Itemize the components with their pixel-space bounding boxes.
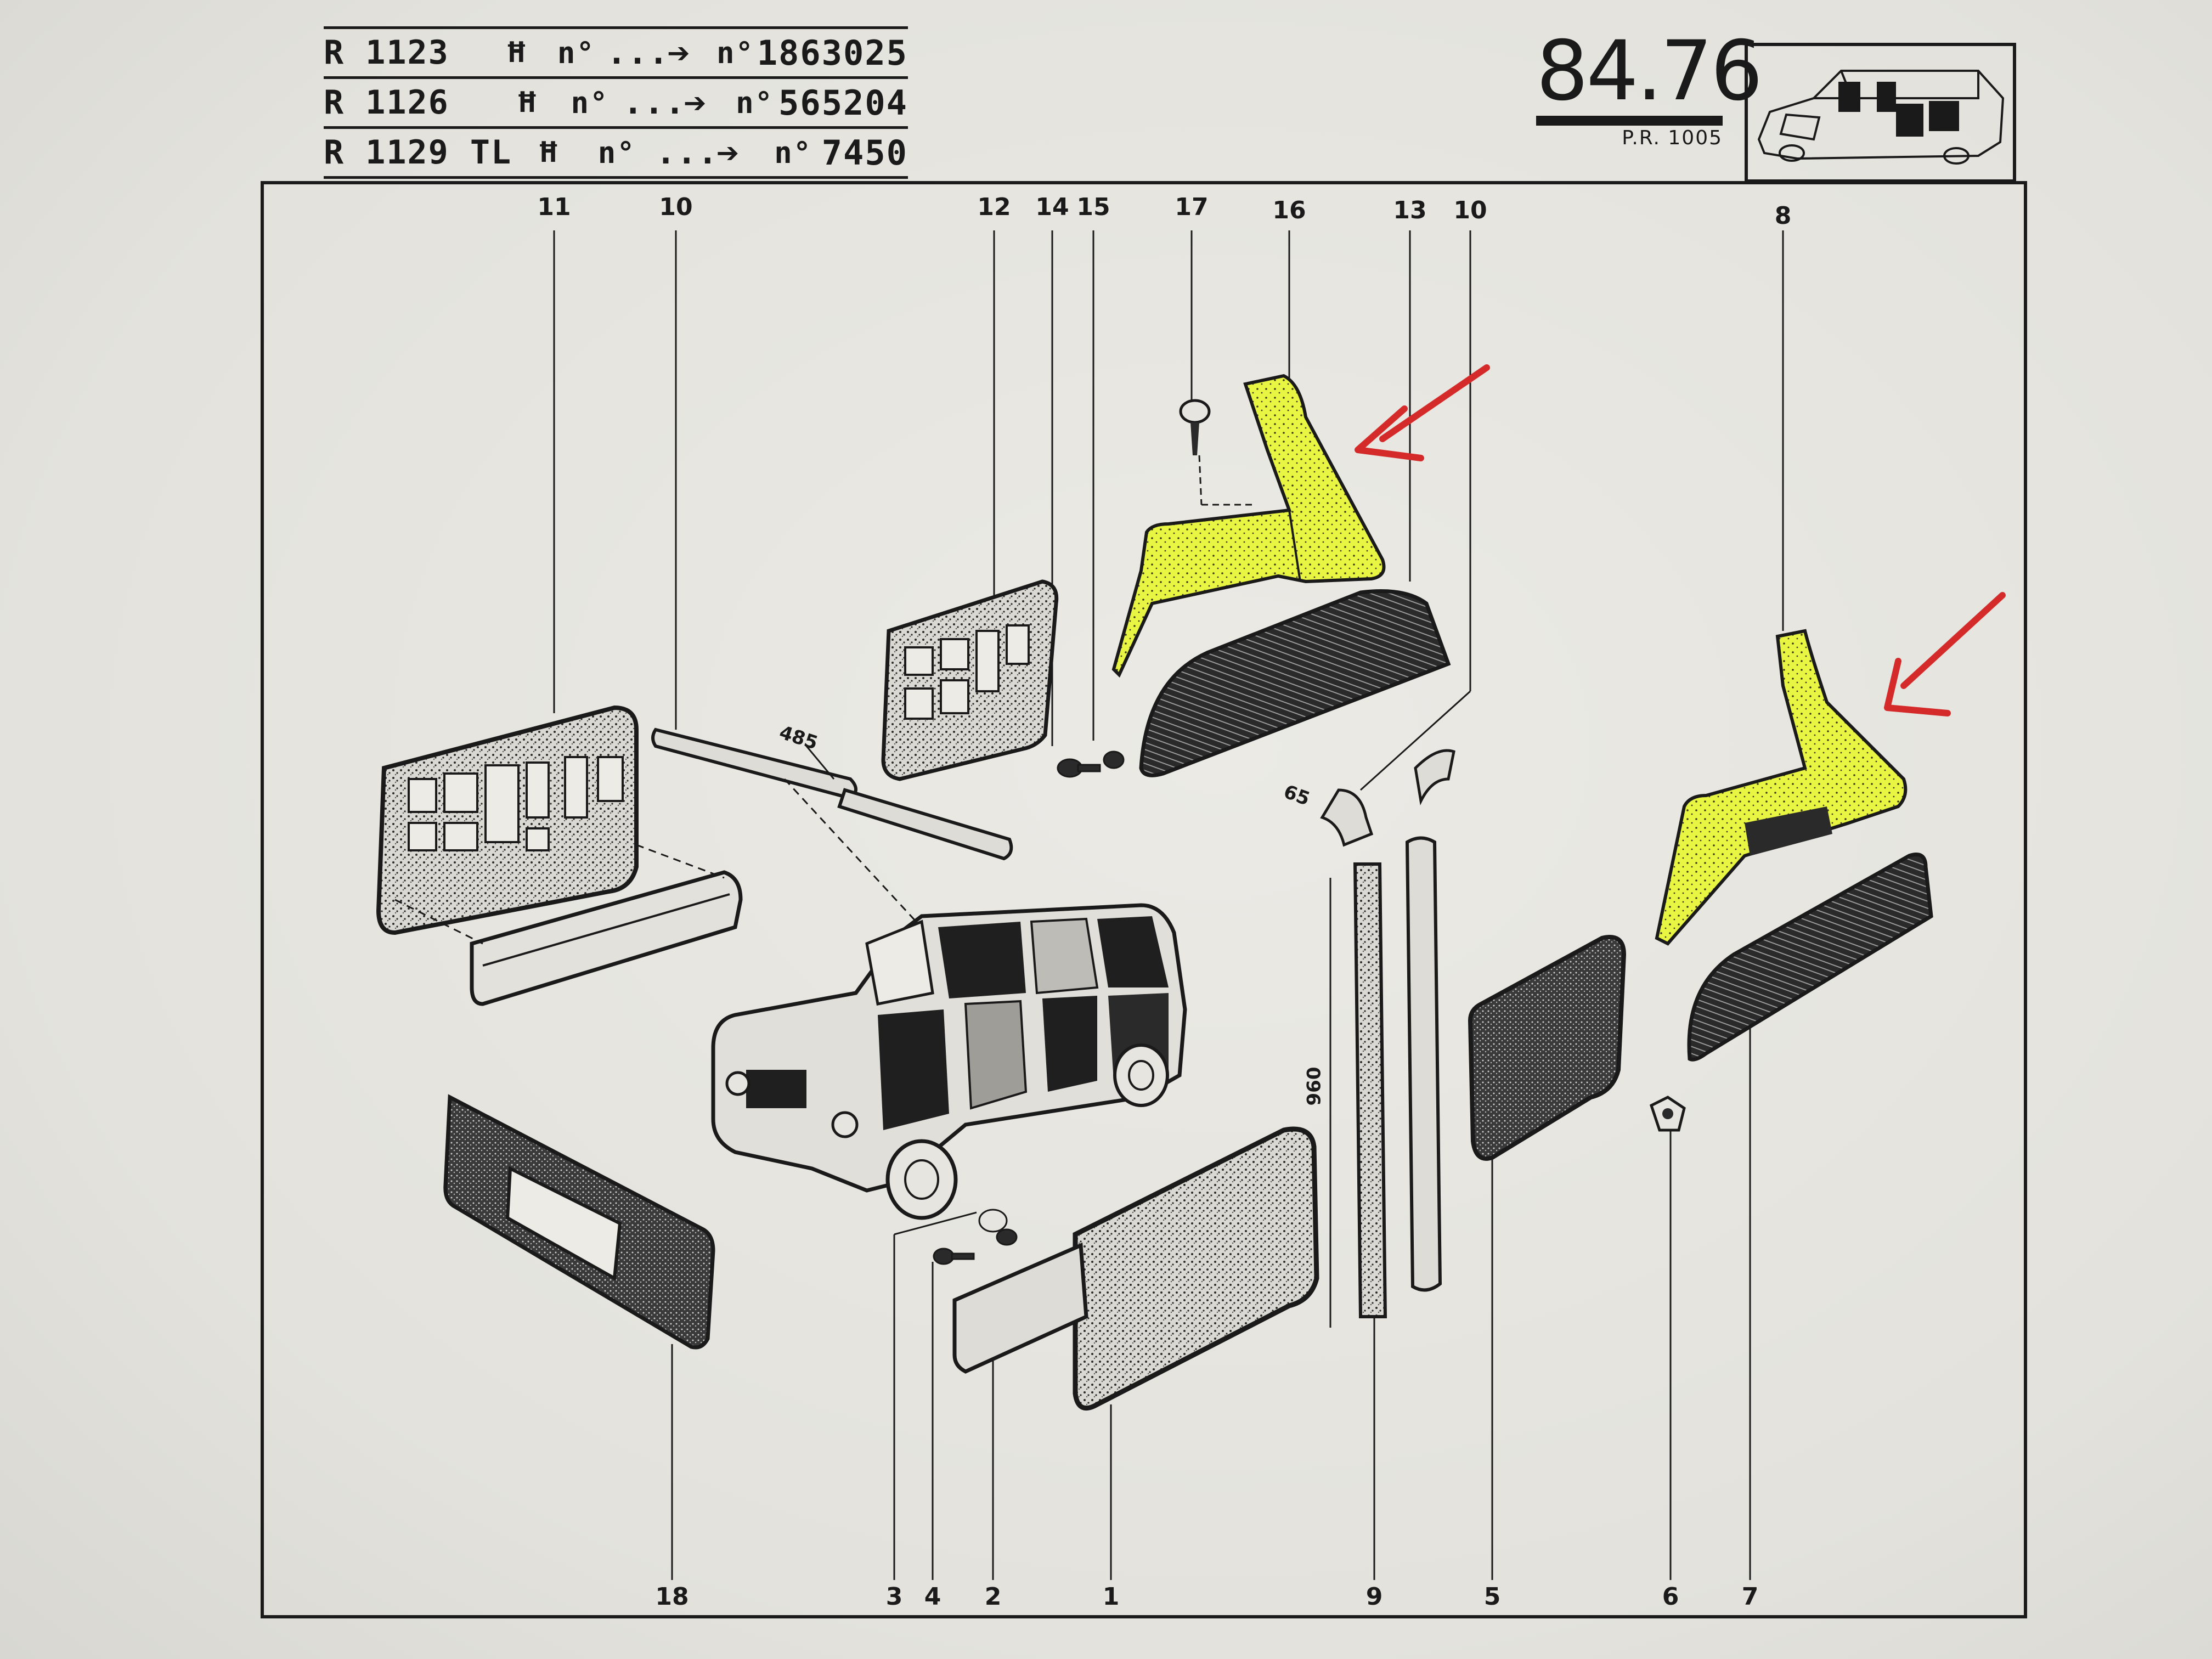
- part-10-trim-rod: [651, 727, 1013, 861]
- callout-2: 2: [984, 1583, 1002, 1611]
- callout-7: 7: [1741, 1583, 1759, 1611]
- part-17-screw: [1179, 399, 1256, 506]
- model-code: R 1123: [324, 33, 449, 72]
- callout-9: 9: [1365, 1583, 1383, 1611]
- callout-18: 18: [655, 1583, 689, 1611]
- callout-8: 8: [1774, 202, 1792, 230]
- callout-15: 15: [1076, 193, 1110, 221]
- callout-10-right: 10: [1453, 196, 1487, 224]
- callout-5: 5: [1483, 1583, 1501, 1611]
- double-frame-symbol-icon: Ħ: [507, 36, 527, 69]
- to-serial: 7450: [821, 132, 908, 173]
- model-code: R 1129 TL: [324, 133, 512, 172]
- to-serial: 565204: [778, 82, 909, 123]
- right-arrow-icon: ➔: [716, 130, 741, 175]
- car-body-thumbnail-icon: [1757, 70, 2005, 165]
- double-frame-symbol-icon: Ħ: [540, 136, 558, 169]
- part-6-clip: [1649, 1096, 1686, 1132]
- callout-14: 14: [1035, 193, 1069, 221]
- from-label: n°: [571, 85, 609, 120]
- callout-3: 3: [885, 1583, 903, 1611]
- callout-6: 6: [1662, 1583, 1679, 1611]
- callout-13: 13: [1393, 196, 1427, 224]
- from-value: ...: [656, 133, 719, 172]
- to-label: n°: [774, 135, 812, 170]
- part-13-wheel-arch-trim: [1139, 589, 1451, 777]
- model-serial-table: R 1123 Ħ n° ... ➔ n° 1863025 R 1126 Ħ n°…: [324, 26, 908, 179]
- renault-4-car-illustration: [711, 903, 1187, 1220]
- part-2-door-pocket: [952, 1242, 1088, 1374]
- to-label: n°: [736, 85, 774, 120]
- exploded-diagram-frame: [261, 181, 2027, 1618]
- vehicle-thumbnail: [1745, 43, 2016, 183]
- model-code: R 1126: [324, 83, 449, 122]
- dimension-seal-length: 960: [1303, 1066, 1325, 1106]
- part-18-tailgate-panel: [443, 1094, 715, 1350]
- model-row-2: R 1126 Ħ n° ... ➔ n° 565204: [324, 76, 908, 126]
- part-door-pocket-tray: [470, 870, 743, 1006]
- page-number-underline: [1536, 116, 1723, 126]
- to-label: n°: [716, 35, 755, 70]
- red-annotation-arrow-icon: [1884, 592, 2006, 716]
- part-7-right-lower-trim: [1687, 853, 1933, 1062]
- part-12-rear-door-panel: [881, 579, 1059, 781]
- callout-12: 12: [977, 193, 1011, 221]
- model-row-3: R 1129 TL Ħ n° ... ➔ n° 7450: [324, 126, 908, 179]
- page-ref: P.R. 1005: [1622, 127, 1723, 149]
- callout-10: 10: [659, 193, 693, 221]
- model-row-1: R 1123 Ħ n° ... ➔ n° 1863025: [324, 26, 908, 76]
- double-frame-symbol-icon: Ħ: [518, 86, 537, 119]
- to-serial: 1863025: [757, 32, 908, 73]
- from-label: n°: [557, 35, 595, 70]
- red-annotation-arrow-icon: [1355, 364, 1490, 461]
- callout-4: 4: [924, 1583, 941, 1611]
- callout-1: 1: [1102, 1583, 1120, 1611]
- right-arrow-icon: ➔: [683, 80, 708, 125]
- from-value: ...: [606, 33, 670, 72]
- right-arrow-icon: ➔: [667, 30, 692, 75]
- callout-11: 11: [537, 193, 571, 221]
- callout-16: 16: [1272, 196, 1306, 224]
- part-3-4-fasteners: [933, 1209, 1018, 1265]
- part-5-access-panel: [1468, 935, 1627, 1161]
- callout-17: 17: [1175, 193, 1209, 221]
- callout-leader-lines: [553, 230, 1784, 1580]
- part-11-door-trim-panel: [376, 705, 639, 935]
- part-1-front-door-panel: [1073, 1126, 1319, 1411]
- part-8-highlighted-quarter-trim: [1655, 629, 1908, 946]
- part-16-highlighted-quarter-trim: [1111, 374, 1386, 678]
- from-value: ...: [623, 83, 686, 122]
- part-9-door-seal-strips: [1320, 749, 1455, 1328]
- part-14-15-screws: [1057, 751, 1125, 778]
- from-label: n°: [597, 135, 636, 170]
